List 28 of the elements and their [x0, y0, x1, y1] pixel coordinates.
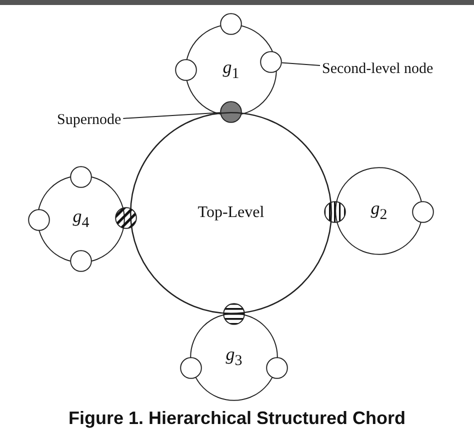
leader-line	[281, 62, 320, 66]
ring-circle	[185, 24, 277, 116]
ring-circle	[335, 167, 423, 255]
callout-label: Supernode	[57, 112, 122, 129]
callout-label: Second-level node	[322, 61, 434, 78]
node-circle	[260, 51, 282, 73]
node-circle	[28, 209, 50, 231]
striped-circle	[223, 303, 245, 325]
node-circle	[412, 201, 434, 223]
node-circle	[175, 59, 197, 81]
node-circle	[266, 357, 288, 379]
ring-circle	[37, 175, 125, 263]
filled-circle	[220, 101, 242, 123]
ring-label: g$_{2}$	[370, 198, 388, 224]
node-circle	[70, 250, 92, 272]
ring-label: g$_{3}$	[226, 344, 242, 370]
figure-caption: Figure 1. Hierarchical Structured Chord	[67, 408, 407, 429]
node-circle	[220, 13, 242, 35]
node-circle	[180, 357, 202, 379]
ring-label: Top-Level	[198, 204, 264, 222]
node-circle	[70, 166, 92, 188]
striped-circle	[115, 207, 137, 229]
ring-circle	[130, 112, 332, 314]
leader-line	[122, 112, 221, 119]
ring-circle	[190, 313, 278, 401]
striped-circle	[324, 201, 346, 223]
ring-label: g$_{4}$	[72, 206, 90, 232]
ring-label: g$_{1}$	[222, 57, 240, 83]
